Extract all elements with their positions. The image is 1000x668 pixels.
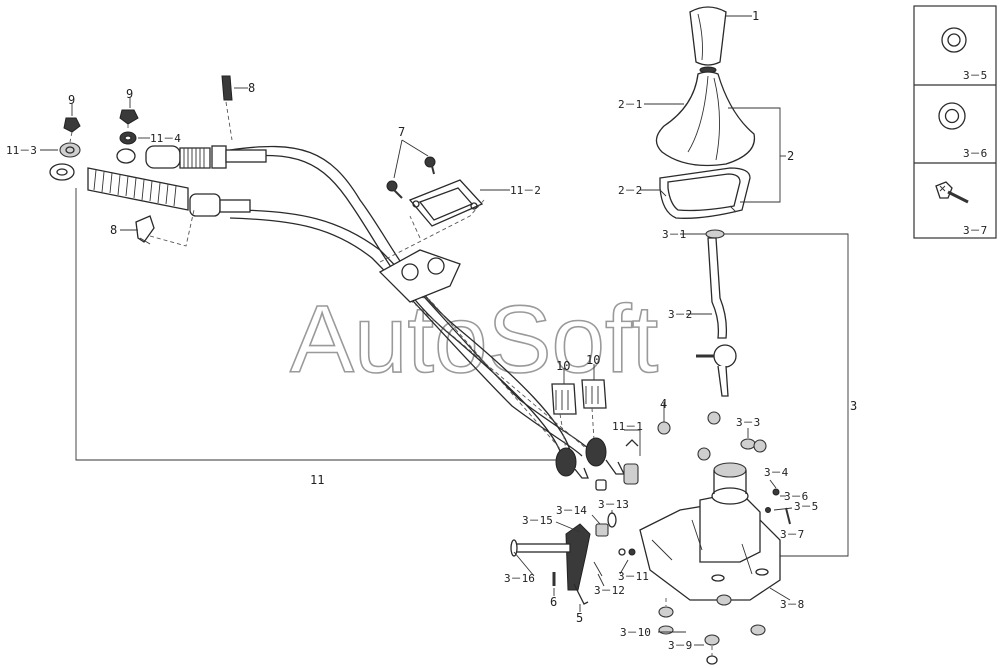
callout-3-12: 3－12 xyxy=(594,584,625,597)
callout-3-9: 3－9 xyxy=(668,639,692,652)
bushing-11-4 xyxy=(119,131,137,145)
callout-2-2: 2－2 xyxy=(618,184,642,197)
callout-9-right: 9 xyxy=(126,87,133,101)
cable-end-upper xyxy=(116,145,267,169)
grommet-plate xyxy=(408,179,484,227)
bolt-7-left xyxy=(386,180,403,199)
inset-label-3-7: 3－7 xyxy=(963,224,987,237)
callout-labels: 1 2 2－1 2－2 3 3－1 3－2 3－3 3－4 3－5 3－6 3－… xyxy=(6,9,857,652)
callout-3-6: 3－6 xyxy=(784,490,808,503)
inset-nut-icon xyxy=(938,102,966,130)
callout-11: 11 xyxy=(310,473,324,487)
cable-socket-right-ends xyxy=(555,437,639,491)
inset-label-3-6: 3－6 xyxy=(963,147,987,160)
callout-3-5: 3－5 xyxy=(794,500,818,513)
callout-3-16: 3－16 xyxy=(504,572,535,585)
callout-10-right: 10 xyxy=(586,353,600,367)
bushing-3-3 xyxy=(740,438,756,450)
selector-lever-assembly xyxy=(510,512,636,605)
shifter-housing xyxy=(639,462,781,601)
bolt-7-right xyxy=(424,156,436,175)
callout-3-11: 3－11 xyxy=(618,570,649,583)
callout-3-15: 3－15 xyxy=(522,514,553,527)
callout-11-1: 11－1 xyxy=(612,420,643,433)
cable-clip-8-top xyxy=(221,75,233,101)
callout-6: 6 xyxy=(550,595,557,609)
inset-screw-icon xyxy=(935,181,969,204)
callout-3-1: 3－1 xyxy=(662,228,686,241)
nut-4 xyxy=(657,402,767,461)
callout-3-8: 3－8 xyxy=(780,598,804,611)
callout-8-top: 8 xyxy=(248,81,255,95)
gear-knob xyxy=(689,6,727,74)
retainer-nut-9-left xyxy=(63,104,81,133)
callout-4: 4 xyxy=(660,397,667,411)
retaining-clip-10-left xyxy=(551,383,577,415)
grommet-seal xyxy=(378,249,461,303)
callout-3-10: 3－10 xyxy=(620,626,651,639)
callout-7: 7 xyxy=(398,125,405,139)
callout-9-left: 9 xyxy=(68,93,75,107)
shift-lever xyxy=(696,229,737,397)
callout-1: 1 xyxy=(752,9,759,23)
callout-3-2: 3－2 xyxy=(668,308,692,321)
retainer-nut-9-right xyxy=(119,98,139,125)
cable-end-lower xyxy=(49,163,251,217)
callout-2-1: 2－1 xyxy=(618,98,642,111)
bushing-11-3 xyxy=(59,142,81,158)
watermark-text: AutoSoft xyxy=(290,286,658,393)
callout-5: 5 xyxy=(576,611,583,625)
inset-washer-icon xyxy=(941,27,967,53)
bottom-nuts xyxy=(658,594,766,665)
callout-3: 3 xyxy=(850,399,857,413)
retaining-clip-10-right xyxy=(581,379,607,409)
callout-3-3: 3－3 xyxy=(736,416,760,429)
callout-11-3: 11－3 xyxy=(6,144,37,157)
shift-boot xyxy=(655,71,756,167)
inset-parts-box: 3－5 3－6 3－7 xyxy=(913,5,997,239)
callout-2: 2 xyxy=(787,149,794,163)
callout-11-4: 11－4 xyxy=(150,132,181,145)
callout-10-left: 10 xyxy=(556,359,570,373)
inset-label-3-5: 3－5 xyxy=(963,69,987,82)
callout-3-4: 3－4 xyxy=(764,466,789,479)
small-fasteners xyxy=(765,479,793,525)
callout-3-13: 3－13 xyxy=(598,498,629,511)
callout-11-2: 11－2 xyxy=(510,184,541,197)
callout-8-left: 8 xyxy=(110,223,117,237)
callout-3-14: 3－14 xyxy=(556,504,587,517)
cable-clip-8-left xyxy=(135,215,155,245)
boot-frame xyxy=(659,167,751,219)
callout-3-7: 3－7 xyxy=(780,528,804,541)
